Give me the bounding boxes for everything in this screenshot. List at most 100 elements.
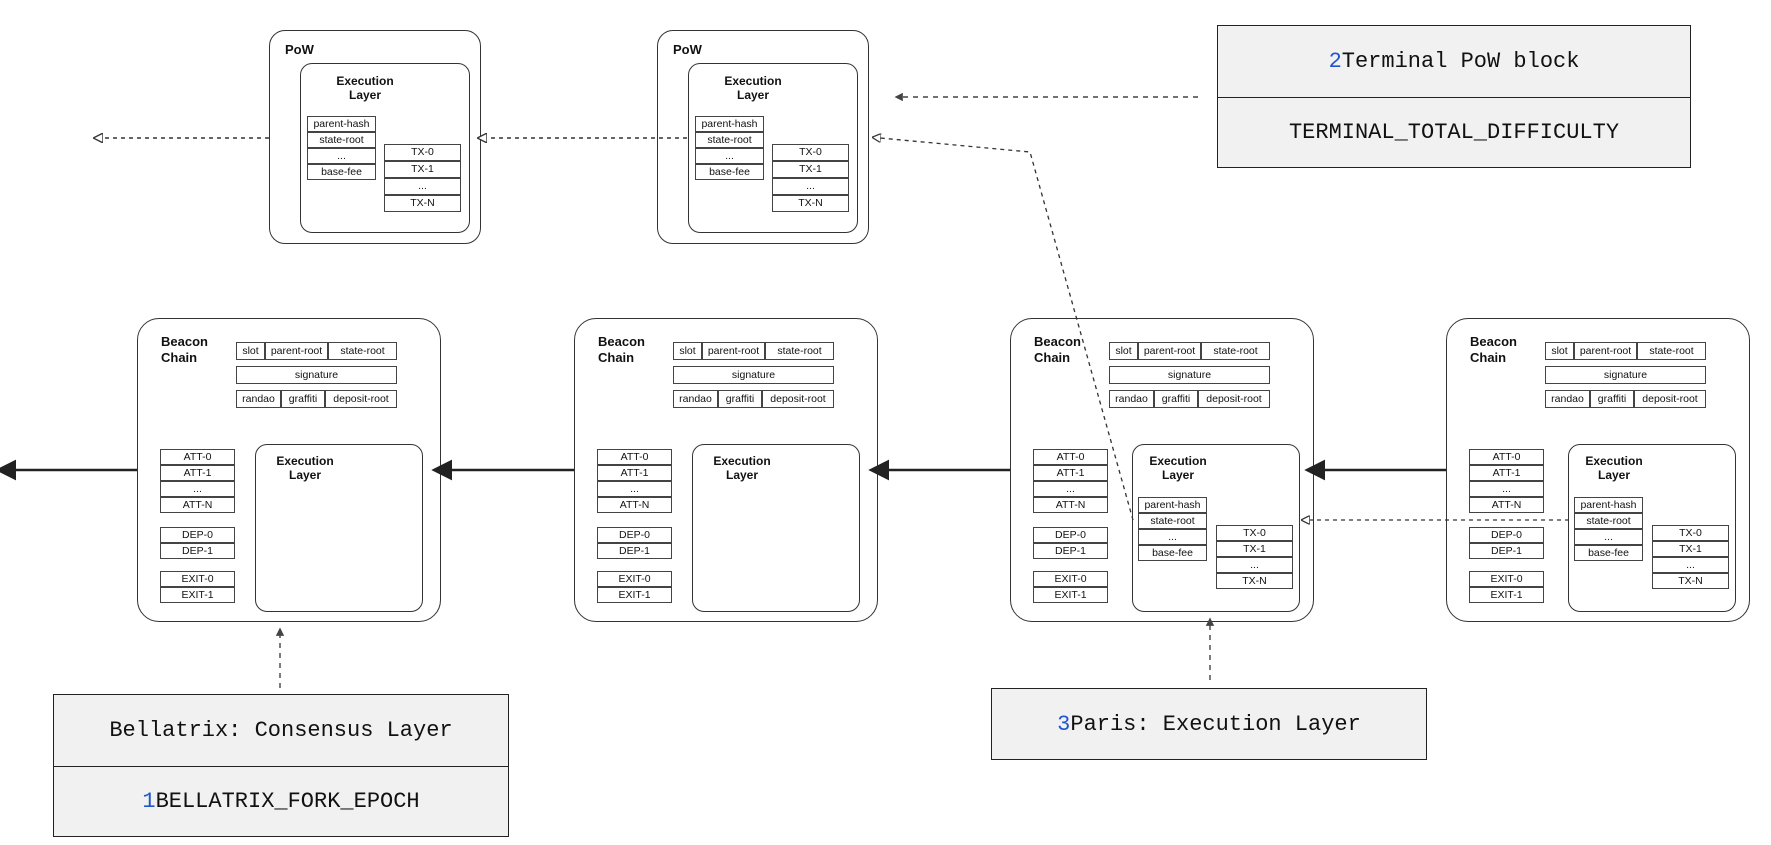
paris-title: Paris: Execution Layer — [1070, 711, 1361, 737]
beacon-att-att-0: ATT-0 — [1469, 449, 1544, 465]
beacon-dep-dep-1: DEP-1 — [597, 543, 672, 559]
beacon-exec-header-ellipsis: ... — [1138, 529, 1207, 545]
beacon-execution-layer — [255, 444, 423, 612]
beacon-exit-exit-0: EXIT-0 — [597, 571, 672, 587]
beacon-exec-tx-ellipsis: ... — [1216, 557, 1293, 573]
beacon-header-slot: slot — [1545, 342, 1574, 360]
bellatrix-label-box: Bellatrix: Consensus Layer 1 BELLATRIX_F… — [53, 694, 509, 837]
beacon-header-slot: slot — [236, 342, 265, 360]
beacon-header-randao: randao — [673, 390, 718, 408]
pow-tx-tx-1: TX-1 — [384, 161, 461, 178]
beacon-header-graffiti: graffiti — [1154, 390, 1198, 408]
bellatrix-fork-epoch-row: 1 BELLATRIX_FORK_EPOCH — [54, 766, 508, 837]
beacon-att-att-1: ATT-1 — [1033, 465, 1108, 481]
beacon-exec-header-base-fee: base-fee — [1574, 545, 1643, 561]
beacon-exit-exit-1: EXIT-1 — [1469, 587, 1544, 603]
terminal-total-difficulty: TERMINAL_TOTAL_DIFFICULTY — [1288, 120, 1620, 145]
beacon-header-parent-root: parent-root — [702, 342, 765, 360]
beacon-exit-exit-0: EXIT-0 — [1033, 571, 1108, 587]
bellatrix-title-row: Bellatrix: Consensus Layer — [54, 695, 508, 767]
beacon-att-att-0: ATT-0 — [597, 449, 672, 465]
beacon-exec-tx-tx-0: TX-0 — [1216, 525, 1293, 541]
beacon-att-att-n: ATT-N — [1033, 497, 1108, 513]
pow-header-state-root: state-root — [307, 132, 376, 148]
bellatrix-fork-epoch: BELLATRIX_FORK_EPOCH — [155, 789, 420, 814]
terminal-pow-title: Terminal PoW block — [1341, 49, 1580, 74]
beacon-header-deposit-root: deposit-root — [1198, 390, 1270, 408]
pow-tx-tx-n: TX-N — [384, 195, 461, 212]
beacon-header-graffiti: graffiti — [718, 390, 762, 408]
pow-header-parent-hash: parent-hash — [695, 116, 764, 132]
beacon-header-state-root: state-root — [1201, 342, 1270, 360]
beacon-header-parent-root: parent-root — [1574, 342, 1637, 360]
beacon-dep-dep-1: DEP-1 — [1033, 543, 1108, 559]
beacon-exec-tx-tx-n: TX-N — [1216, 573, 1293, 589]
pow-header-ellipsis: ... — [695, 148, 764, 164]
beacon-dep-dep-0: DEP-0 — [160, 527, 235, 543]
beacon-exit-exit-1: EXIT-1 — [160, 587, 235, 603]
paris-title-row: 3 Paris: Execution Layer — [992, 689, 1426, 759]
beacon-header-graffiti: graffiti — [281, 390, 325, 408]
pow-tx-tx-n: TX-N — [772, 195, 849, 212]
beacon-att-att-1: ATT-1 — [1469, 465, 1544, 481]
pow-tx-ellipsis: ... — [772, 178, 849, 195]
beacon-dep-dep-1: DEP-1 — [1469, 543, 1544, 559]
beacon-exit-exit-0: EXIT-0 — [1469, 571, 1544, 587]
beacon-exec-tx-ellipsis: ... — [1652, 557, 1729, 573]
beacon-exec-tx-tx-1: TX-1 — [1652, 541, 1729, 557]
beacon-exit-exit-0: EXIT-0 — [160, 571, 235, 587]
beacon-header-parent-root: parent-root — [1138, 342, 1201, 360]
beacon-header-parent-root: parent-root — [265, 342, 328, 360]
beacon-header-deposit-root: deposit-root — [325, 390, 397, 408]
pow-tx-tx-1: TX-1 — [772, 161, 849, 178]
beacon-signature: signature — [673, 366, 834, 384]
beacon-exit-exit-1: EXIT-1 — [1033, 587, 1108, 603]
pow-block-title: PoW — [285, 42, 314, 57]
beacon-exec-header-state-root: state-root — [1138, 513, 1207, 529]
beacon-att-ellipsis: ... — [1033, 481, 1108, 497]
beacon-att-att-0: ATT-0 — [160, 449, 235, 465]
beacon-header-randao: randao — [236, 390, 281, 408]
beacon-header-state-root: state-root — [328, 342, 397, 360]
beacon-att-att-1: ATT-1 — [597, 465, 672, 481]
beacon-header-deposit-root: deposit-root — [762, 390, 834, 408]
execution-to-terminal-pow-arrow — [880, 138, 1134, 521]
pow-tx-tx-0: TX-0 — [384, 144, 461, 161]
beacon-header-randao: randao — [1109, 390, 1154, 408]
beacon-dep-dep-1: DEP-1 — [160, 543, 235, 559]
beacon-dep-dep-0: DEP-0 — [1469, 527, 1544, 543]
beacon-exec-tx-tx-1: TX-1 — [1216, 541, 1293, 557]
beacon-dep-dep-0: DEP-0 — [1033, 527, 1108, 543]
beacon-header-randao: randao — [1545, 390, 1590, 408]
beacon-header-state-root: state-root — [1637, 342, 1706, 360]
beacon-att-att-n: ATT-N — [1469, 497, 1544, 513]
paris-number: 3 — [1057, 711, 1071, 737]
pow-header-parent-hash: parent-hash — [307, 116, 376, 132]
pow-header-base-fee: base-fee — [695, 164, 764, 180]
beacon-exec-header-parent-hash: parent-hash — [1138, 497, 1207, 513]
beacon-header-graffiti: graffiti — [1590, 390, 1634, 408]
pow-header-base-fee: base-fee — [307, 164, 376, 180]
beacon-execution-layer — [692, 444, 860, 612]
beacon-att-att-0: ATT-0 — [1033, 449, 1108, 465]
pow-block-title: PoW — [673, 42, 702, 57]
beacon-header-slot: slot — [673, 342, 702, 360]
pow-tx-ellipsis: ... — [384, 178, 461, 195]
beacon-header-deposit-root: deposit-root — [1634, 390, 1706, 408]
beacon-exec-header-state-root: state-root — [1574, 513, 1643, 529]
paris-label-box: 3 Paris: Execution Layer — [991, 688, 1427, 760]
terminal-pow-label-box: 2 Terminal PoW block TERMINAL_TOTAL_DIFF… — [1217, 25, 1691, 168]
bellatrix-number: 1 — [142, 789, 156, 814]
beacon-signature: signature — [1545, 366, 1706, 384]
bellatrix-title: Bellatrix: Consensus Layer — [109, 718, 453, 743]
terminal-pow-number: 2 — [1328, 49, 1342, 74]
terminal-pow-title-row: 2 Terminal PoW block — [1218, 26, 1690, 98]
